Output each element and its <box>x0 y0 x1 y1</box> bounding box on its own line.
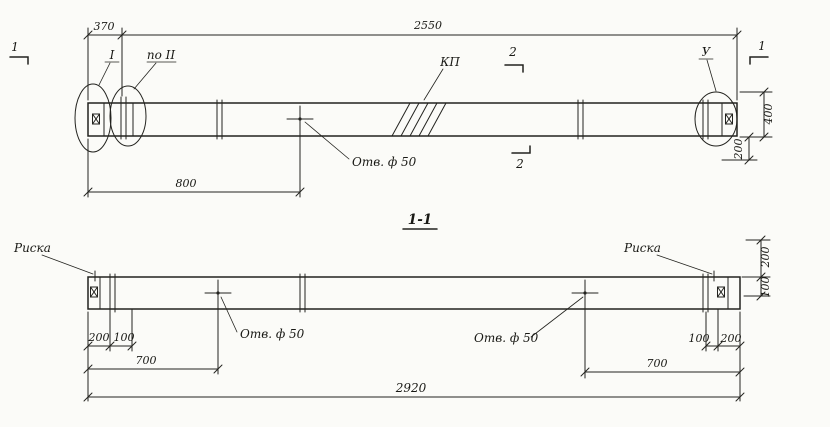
embed-plate-mark <box>725 113 733 125</box>
detail-U-label: У <box>702 45 712 59</box>
dim-row-2920 <box>83 392 745 402</box>
top-view: 370 2550 800 400 200 1 1 <box>9 19 775 198</box>
dim-side-400-200 <box>721 87 773 165</box>
riska-left-label: Риска <box>13 241 51 255</box>
section1-left-label: 1 <box>11 40 19 54</box>
dim-200-right-label: 200 <box>720 332 742 345</box>
dim-chain-top <box>83 27 742 101</box>
detail-I-leader <box>98 62 111 86</box>
detail-U-leader <box>706 59 717 92</box>
section2-mark-top <box>504 64 524 73</box>
section2-mark-bottom <box>511 145 531 154</box>
hole-label-right: Отв. ф 50 <box>474 331 539 345</box>
side-dim-100-label: 100 <box>759 277 772 298</box>
section-title: 1-1 <box>408 212 432 228</box>
extension-lines-section <box>87 302 741 402</box>
embed-plate-mark <box>90 286 98 298</box>
dim-row-ends <box>83 341 745 351</box>
dim-200-label: 200 <box>732 139 745 161</box>
dim-400-label: 400 <box>762 104 775 126</box>
riska-right-leader <box>656 254 713 275</box>
kp-label: КП <box>439 55 460 69</box>
dim-2920-label: 2920 <box>395 381 427 395</box>
dim-700-right-label: 700 <box>647 357 668 370</box>
dim-800-label: 800 <box>176 177 197 190</box>
dim-2550-label: 2550 <box>413 19 442 32</box>
dim-200-left-label: 200 <box>88 331 110 344</box>
dim-row-700 <box>83 364 745 377</box>
hole-right-leader <box>530 296 584 338</box>
hole-leader-top <box>304 121 350 160</box>
dim-370-label: 370 <box>94 20 115 33</box>
detail-I-label: I <box>109 48 115 62</box>
dim-800 <box>83 127 305 198</box>
hole-label-left: Отв. ф 50 <box>240 327 305 341</box>
view-II-label: по II <box>147 48 176 62</box>
section2-top-label: 2 <box>508 45 517 59</box>
dim-700-left-label: 700 <box>136 354 157 367</box>
side-dim-200-label: 200 <box>759 247 772 269</box>
detail-callout-oval-II <box>109 85 147 147</box>
beam-outline-section <box>87 276 741 310</box>
hole-left-leader <box>220 296 238 333</box>
dim-100-left-label: 100 <box>114 331 135 344</box>
joint-lines-top <box>216 99 709 140</box>
joint-lines-section <box>109 273 709 313</box>
section-view-1-1: 1-1 Риска Риска Отв. ф 50 Отв. <box>13 212 772 402</box>
riska-right-label: Риска <box>623 241 661 255</box>
detail-callout-oval-right <box>694 91 738 147</box>
detail-callout-oval-left <box>74 83 112 153</box>
section1-mark-right <box>749 56 769 65</box>
dim-side-200-100 <box>741 235 771 301</box>
kp-leader <box>423 68 444 101</box>
view-II-leader <box>133 62 157 90</box>
riska-left-leader <box>41 254 94 275</box>
embed-plate-mark <box>92 113 100 125</box>
dim-100-right-label: 100 <box>689 332 710 345</box>
hole-label-top: Отв. ф 50 <box>352 155 417 169</box>
hole-centermark-left <box>204 279 232 307</box>
section2-bottom-label: 2 <box>515 157 524 171</box>
kp-hatched-pad <box>391 102 447 137</box>
embed-plate-mark <box>717 286 725 298</box>
section1-right-label: 1 <box>758 39 766 53</box>
section1-mark-left <box>9 56 29 65</box>
